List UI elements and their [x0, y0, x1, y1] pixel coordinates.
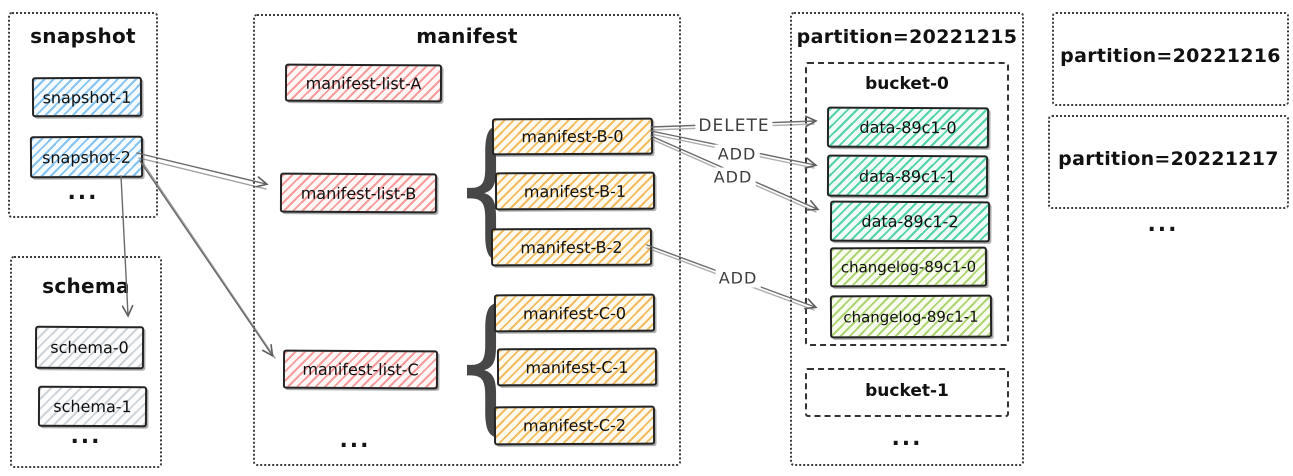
snapshot-node: snapshot-1	[31, 76, 143, 118]
schema-node: schema-0	[34, 325, 145, 370]
partition-20221215-group: partition=20221215 bucket-0 data-89c1-0 …	[790, 12, 1024, 466]
snapshot-node: snapshot-2	[29, 135, 144, 179]
edge-label-add-3: ADD	[715, 268, 761, 288]
bucket-0-title: bucket-0	[865, 74, 949, 94]
bucket-1-title: bucket-1	[865, 381, 949, 401]
manifest-group: manifest manifest-list-A manifest-list-B…	[253, 14, 681, 466]
data-file-node: data-89c1-1	[826, 154, 989, 198]
partition-20221217-title: partition=20221217	[1058, 148, 1279, 170]
changelog-file-node: changelog-89c1-0	[829, 246, 988, 288]
changelog-file-node: changelog-89c1-1	[829, 294, 993, 339]
arrow-stroke-double	[138, 157, 267, 190]
edge-label-add-1: ADD	[714, 144, 760, 164]
manifest-list-node: manifest-list-C	[282, 349, 439, 390]
schema-node: schema-1	[37, 385, 148, 428]
snapshot-group-title: snapshot	[30, 24, 136, 48]
manifest-node: manifest-B-2	[490, 227, 653, 267]
manifest-node: manifest-C-0	[493, 293, 656, 333]
manifest-node: manifest-B-1	[494, 171, 656, 211]
data-file-node: data-89c1-0	[826, 106, 990, 149]
manifest-node: manifest-C-1	[496, 347, 658, 387]
bucket-0-container: bucket-0 data-89c1-0 data-89c1-1 data-89…	[805, 62, 1009, 346]
edge-label-add-2: ADD	[710, 167, 756, 187]
partition-20221217-group: partition=20221217	[1048, 115, 1289, 209]
bucket-1-container: bucket-1	[805, 368, 1009, 417]
snapshot-more-ellipsis: ...	[67, 180, 99, 205]
schema-group: schema schema-0 schema-1 ...	[10, 256, 162, 468]
manifest-node: manifest-C-2	[493, 405, 656, 446]
schema-more-ellipsis: ...	[70, 424, 102, 449]
manifest-list-node: manifest-list-B	[279, 172, 438, 214]
edge-label-delete: DELETE	[695, 116, 773, 136]
partition-20221216-group: partition=20221216	[1052, 12, 1289, 106]
data-file-node: data-89c1-2	[829, 200, 991, 243]
partitions-more-ellipsis: ...	[1147, 212, 1179, 237]
snapshot-group: snapshot snapshot-1 snapshot-2 ...	[8, 12, 158, 218]
schema-group-title: schema	[42, 274, 130, 298]
partition-20221215-title: partition=20221215	[796, 26, 1018, 48]
manifest-node: manifest-B-0	[491, 117, 654, 156]
partition-20221215-more-ellipsis: ...	[891, 426, 923, 451]
manifest-list-node: manifest-list-A	[284, 63, 443, 103]
manifest-more-ellipsis: ...	[339, 428, 371, 453]
partition-20221216-title: partition=20221216	[1060, 45, 1281, 67]
manifest-group-title: manifest	[416, 24, 518, 48]
